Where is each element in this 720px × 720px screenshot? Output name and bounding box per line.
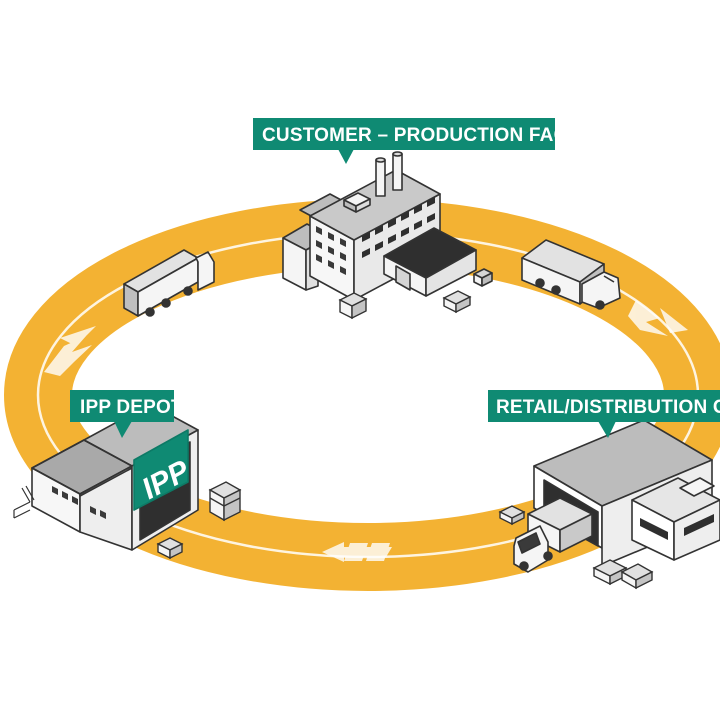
- label-depot-pointer: [114, 421, 132, 438]
- label-customer-pointer: [338, 149, 354, 164]
- label-depot-text: IPP DEPOT: [80, 397, 183, 418]
- truck-top-left: [123, 249, 215, 317]
- pallet-stack-depot-right: [208, 481, 242, 522]
- direction-arrow-bottom: [322, 542, 392, 562]
- direction-arrow-left: [44, 326, 96, 376]
- pallet-stack-retail-bottom: [592, 559, 654, 590]
- label-customer-bg: [253, 118, 555, 150]
- label-ipp-depot: IPP DEPOT: [70, 390, 183, 438]
- pallet-stack-retail-left: [498, 505, 526, 526]
- pallet-stack-factory-left: [338, 292, 368, 320]
- truck-top-right: [521, 239, 621, 310]
- pallet-stack-factory-right: [442, 290, 472, 314]
- label-retail-pointer: [598, 421, 616, 438]
- label-customer-production-facility: CUSTOMER – PRODUCTION FACILITY: [253, 118, 615, 164]
- direction-arrow-top-right: [628, 300, 688, 336]
- truck-loading-dock: [513, 497, 593, 573]
- pallet-stack-depot-bottom: [156, 537, 184, 560]
- label-retail-bg: [488, 390, 720, 422]
- label-retail-distribution-centre: RETAIL/DISTRIBUTION CENTRE: [488, 390, 720, 438]
- label-retail-text: RETAIL/DISTRIBUTION CENTRE: [496, 397, 720, 418]
- label-depot-bg: [70, 390, 174, 422]
- label-customer-text: CUSTOMER – PRODUCTION FACILITY: [262, 125, 615, 146]
- production-facility-building: [282, 151, 493, 301]
